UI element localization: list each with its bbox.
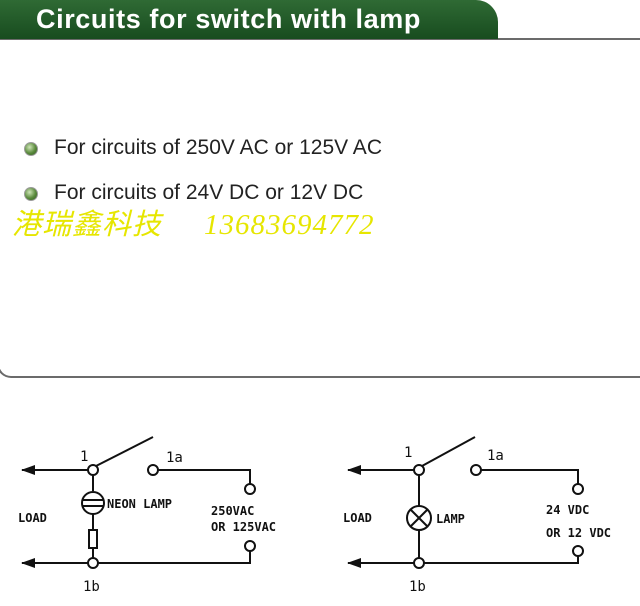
label-terminal-1: 1 — [404, 445, 412, 461]
watermark-phone: 13683694772 — [204, 209, 375, 241]
label-terminal-1b: 1b — [83, 579, 100, 595]
supply-terminal-top — [244, 483, 256, 495]
page-title: Circuits for switch with lamp — [36, 4, 421, 34]
circuit-ac — [21, 436, 256, 569]
terminal-1b — [87, 557, 99, 569]
label-voltage-line2: OR 125VAC — [211, 520, 276, 534]
resistor-icon — [88, 529, 98, 549]
bullet-icon — [24, 142, 38, 156]
label-voltage-line1: 250VAC — [211, 504, 254, 518]
bullet-icon — [24, 187, 38, 201]
label-voltage-line2: OR 12 VDC — [546, 526, 611, 540]
label-voltage-line1: 24 VDC — [546, 503, 589, 517]
bullet-text-ac: For circuits of 250V AC or 125V AC — [54, 136, 382, 159]
supply-terminal-bottom — [572, 545, 584, 557]
terminal-1a — [147, 464, 159, 476]
bullet-text-dc: For circuits of 24V DC or 12V DC — [54, 181, 364, 204]
circuit-dc — [347, 436, 584, 569]
label-terminal-1: 1 — [80, 449, 88, 465]
section-header: Circuits for switch with lamp — [0, 0, 498, 39]
wire-1a — [158, 469, 251, 484]
label-lamp: LAMP — [436, 512, 465, 526]
content-panel — [0, 39, 640, 378]
switch-lever — [421, 436, 476, 467]
wire-1a — [481, 469, 579, 484]
label-load: LOAD — [343, 511, 372, 525]
wire-1b — [98, 551, 251, 564]
supply-terminal-bottom — [244, 540, 256, 552]
wire-1b — [424, 556, 579, 564]
neon-lamp-icon — [81, 491, 105, 515]
supply-terminal-top — [572, 483, 584, 495]
watermark: 港瑞鑫科技 13683694772 — [12, 201, 375, 243]
label-load: LOAD — [18, 511, 47, 525]
watermark-company: 港瑞鑫科技 — [12, 209, 163, 241]
label-terminal-1b: 1b — [409, 579, 426, 595]
terminal-1a — [470, 464, 482, 476]
header-divider — [0, 38, 640, 40]
terminal-1b — [413, 557, 425, 569]
switch-lever — [95, 436, 154, 467]
label-terminal-1a: 1a — [166, 450, 183, 466]
label-neon-lamp: NEON LAMP — [107, 497, 172, 511]
label-terminal-1a: 1a — [487, 448, 504, 464]
